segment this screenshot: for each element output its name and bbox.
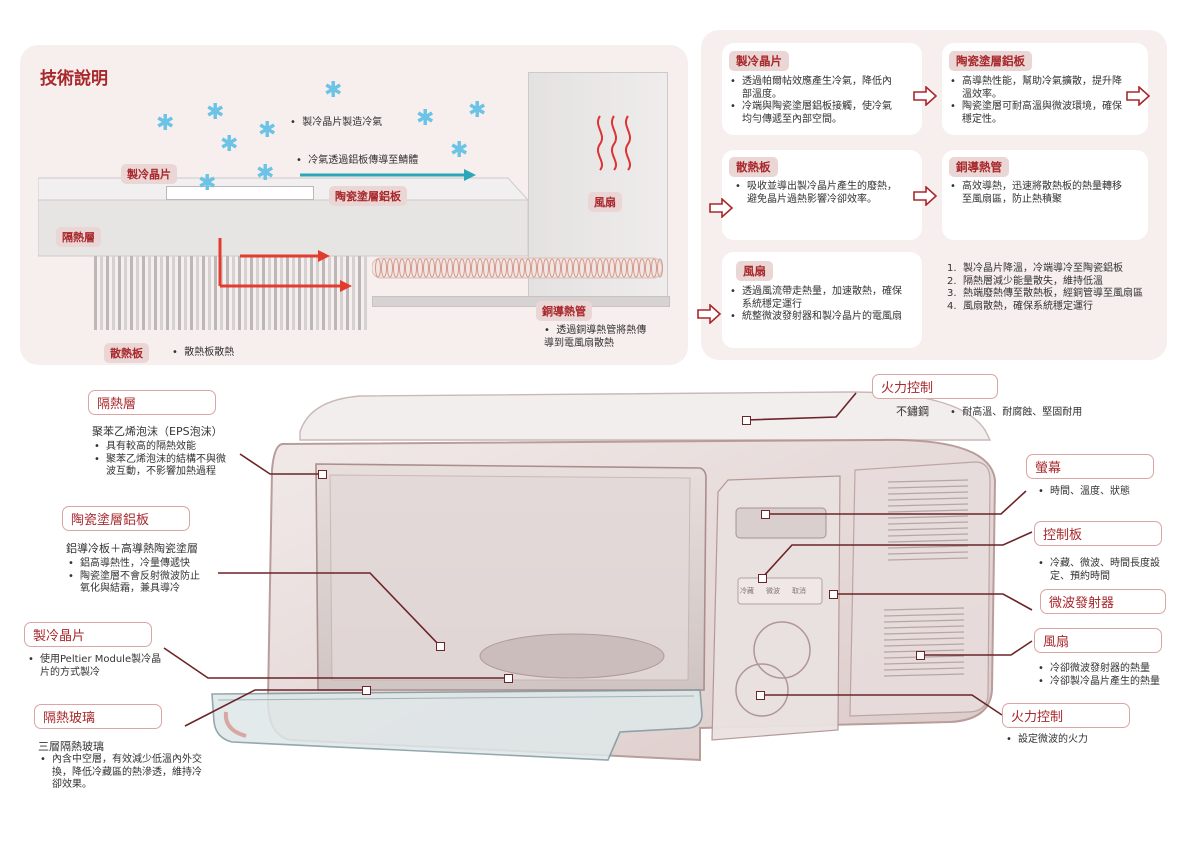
list-item: 冷卻製冷晶片產生的熱量 <box>1036 676 1186 689</box>
list-item: 設定微波的火力 <box>1004 734 1144 747</box>
callout-anchor <box>756 691 765 700</box>
callout-plate-title: 陶瓷塗層鋁板 <box>62 506 190 531</box>
callout-fire-title: 火力控制 <box>1002 703 1130 728</box>
callout-fire-list: 設定微波的火力 <box>1004 734 1144 747</box>
callout-panel-title: 控制板 <box>1034 521 1162 546</box>
callout-screen-title: 螢幕 <box>1026 454 1154 479</box>
oven-button[interactable]: 冷藏 <box>740 586 754 596</box>
callout-anchor <box>742 416 751 425</box>
callout-anchor <box>362 686 371 695</box>
callout-anchor <box>504 674 513 683</box>
callout-panel-list: 冷藏、微波、時間長度設定、預約時間 <box>1036 558 1166 583</box>
callout-chip-title: 製冷晶片 <box>24 622 152 647</box>
callout-chip-list: 使用Peltier Module製冷晶片的方式製冷 <box>26 654 166 679</box>
list-item: 聚苯乙烯泡沫的結構不與微波互動，不影響加熱過程 <box>92 454 232 479</box>
callout-magnetron-title: 微波發射器 <box>1040 589 1166 614</box>
list-item: 鋁高導熱性，冷量傳遞快 <box>66 558 208 571</box>
callout-plate-list: 鋁高導熱性，冷量傳遞快 陶瓷塗層不會反射微波防止氧化與結霜，兼具導冷 <box>66 558 208 596</box>
list-item: 冷卻微波發射器的熱量 <box>1036 663 1186 676</box>
list-item: 時間、溫度、狀態 <box>1036 486 1176 499</box>
callout-insulation-title: 隔熱層 <box>88 390 216 415</box>
list-item: 陶瓷塗層不會反射微波防止氧化與結霜，兼具導冷 <box>66 571 208 596</box>
callout-fan-list: 冷卻微波發射器的熱量 冷卻製冷晶片產生的熱量 <box>1036 663 1186 688</box>
list-item: 冷藏、微波、時間長度設定、預約時間 <box>1036 558 1166 583</box>
callout-anchor <box>761 510 770 519</box>
callout-plate-sub: 鋁導冷板＋高導熱陶瓷塗層 <box>66 540 198 556</box>
list-item: 使用Peltier Module製冷晶片的方式製冷 <box>26 654 166 679</box>
oven-button[interactable]: 微波 <box>766 586 780 596</box>
list-item: 內含中空層，有效減少低溫內外交換，降低冷藏區的熱滲透，維持冷卻效果。 <box>38 754 202 792</box>
callout-fan-title: 風扇 <box>1034 628 1162 653</box>
callout-glass-list: 內含中空層，有效減少低溫內外交換，降低冷藏區的熱滲透，維持冷卻效果。 <box>38 754 202 792</box>
callout-anchor <box>318 470 327 479</box>
callout-glass-title: 隔熱玻璃 <box>34 704 162 729</box>
callout-anchor <box>758 574 767 583</box>
callout-fire-top-note: • 耐高溫、耐腐蝕、堅固耐用 <box>950 406 1082 419</box>
callout-insulation-list: 具有較高的隔熱效能 聚苯乙烯泡沫的結構不與微波互動，不影響加熱過程 <box>92 441 232 479</box>
callout-anchor <box>829 590 838 599</box>
callout-fire-top-sub: 不鏽鋼 <box>896 405 929 418</box>
callout-glass-sub: 三層隔熱玻璃 <box>38 738 104 754</box>
callout-insulation-sub: 聚苯乙烯泡沫（EPS泡沫） <box>92 423 223 439</box>
callout-fire-top-title: 火力控制 <box>872 374 998 399</box>
callout-anchor <box>436 642 445 651</box>
list-item: 具有較高的隔熱效能 <box>92 441 232 454</box>
oven-button[interactable]: 取消 <box>792 586 806 596</box>
callout-anchor <box>916 651 925 660</box>
callout-screen-list: 時間、溫度、狀態 <box>1036 486 1176 499</box>
